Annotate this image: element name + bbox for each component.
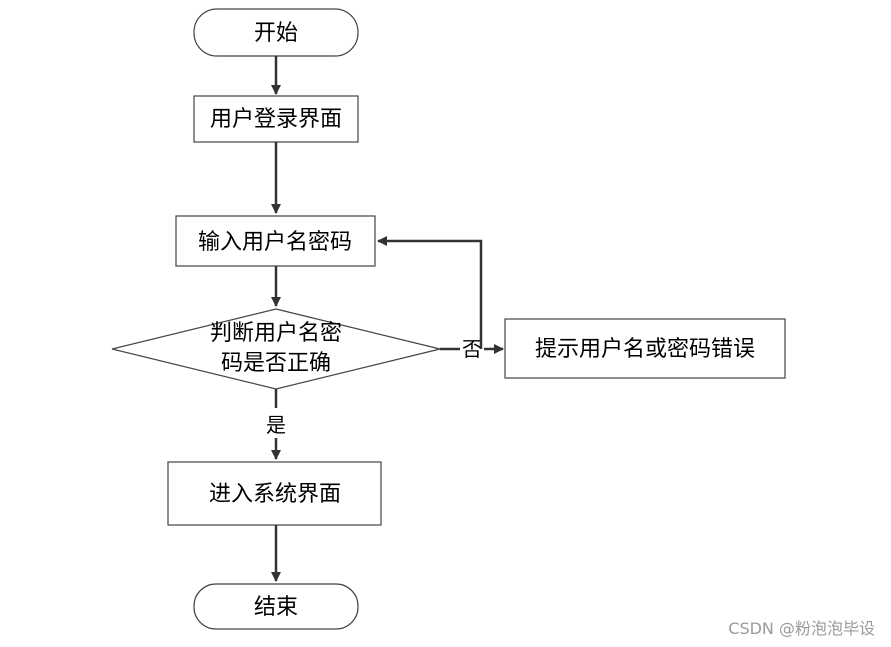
error-prompt-node: 提示用户名或密码错误 [504, 318, 786, 379]
decision-node: 判断用户名密 码是否正确 [111, 308, 441, 390]
error-prompt-label: 提示用户名或密码错误 [535, 337, 755, 362]
login-page-label: 用户登录界面 [210, 107, 342, 132]
decision-label-line2: 码是否正确 [221, 351, 331, 376]
end-node-label: 结束 [254, 595, 298, 620]
start-node: 开始 [193, 8, 359, 57]
login-page-node: 用户登录界面 [193, 95, 359, 143]
watermark-text: CSDN @粉泡泡毕设 [728, 619, 875, 638]
input-credentials-node: 输入用户名密码 [175, 215, 376, 267]
input-credentials-label: 输入用户名密码 [198, 230, 352, 255]
enter-system-node: 进入系统界面 [167, 461, 382, 526]
edge-error-loop-back [377, 236, 483, 349]
decision-label-line1: 判断用户名密 [210, 321, 342, 346]
end-node: 结束 [193, 583, 359, 630]
edge-yes-label: 是 [266, 413, 286, 437]
enter-system-label: 进入系统界面 [209, 482, 341, 507]
edge-no-label: 否 [462, 337, 482, 361]
start-node-label: 开始 [254, 21, 298, 46]
